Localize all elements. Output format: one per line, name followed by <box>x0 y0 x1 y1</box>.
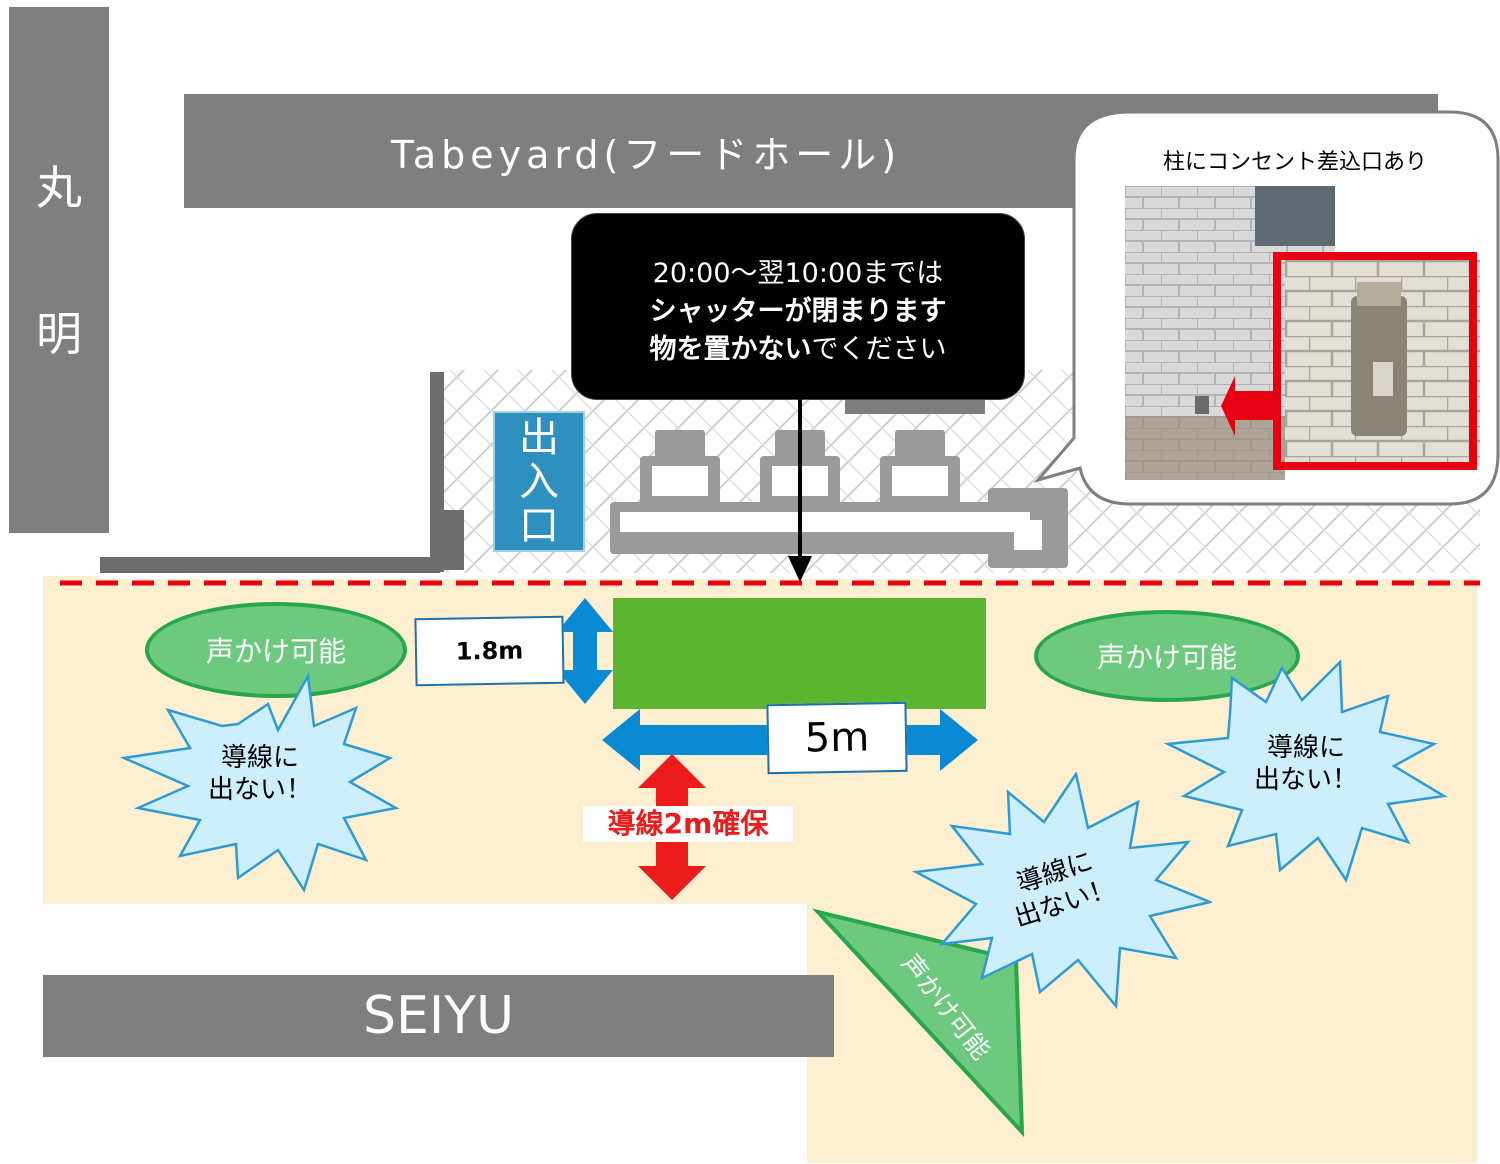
notice-line-1: 20:00〜翌10:00までは <box>652 258 944 289</box>
width-label-text: 1.8m <box>455 636 524 666</box>
callable-zone-corner <box>812 908 1025 1138</box>
width-arrow <box>557 598 613 704</box>
booth-area <box>613 598 986 709</box>
notice-line-3-rest: でください <box>811 334 947 365</box>
callable-zone-left: 声かけ可能 <box>145 602 407 698</box>
outlet-photo <box>1125 186 1480 480</box>
shutter-notice: 20:00〜翌10:00までは シャッターが閉まります 物を置かないでください <box>571 213 1025 400</box>
side-label-char-2: 明 <box>36 307 82 361</box>
entrance-char-1: 出 <box>519 414 559 461</box>
outlet-callout-title: 柱にコンセント差込口あり <box>1162 150 1427 175</box>
no-aisle-right-line-1: 導線に <box>1266 733 1345 763</box>
callable-zone-left-text: 声かけ可能 <box>205 635 346 668</box>
no-aisle-left-line-2: 出ない！ <box>207 775 312 805</box>
side-label-char-1: 丸 <box>36 161 82 215</box>
bottom-bar-label: SEIYU <box>362 986 515 1046</box>
callable-zone-right-text: 声かけ可能 <box>1096 641 1237 674</box>
entrance-char-2: 入 <box>519 458 559 505</box>
top-bar-label: Tabeyard(フードホール) <box>390 132 902 177</box>
notice-pointer-arrow <box>788 398 812 582</box>
aisle-label: 導線2m確保 <box>583 806 793 842</box>
bottom-bar-seiyu: SEIYU <box>43 975 834 1057</box>
entrance-char-3: 口 <box>519 502 559 549</box>
no-aisle-text-left: 導線に 出ない！ <box>190 742 330 806</box>
notice-line-3: 物を置かないでください <box>572 331 1024 369</box>
notice-line-2: シャッターが閉まります <box>649 296 947 327</box>
length-label: 5m <box>766 701 908 775</box>
length-label-text: 5m <box>804 714 870 762</box>
no-aisle-text-right: 導線に 出ない！ <box>1236 732 1376 796</box>
no-aisle-right-line-2: 出ない！ <box>1253 765 1358 795</box>
no-aisle-burst-center <box>912 772 1212 1010</box>
no-aisle-burst-left <box>119 672 400 893</box>
no-aisle-burst-right <box>1163 659 1448 883</box>
entrance-sign: 出 入 口 <box>493 411 585 552</box>
width-label: 1.8m <box>414 615 565 687</box>
boundary-dashed-line <box>60 580 1480 586</box>
side-label-bar: 丸 明 <box>9 7 109 533</box>
callable-zone-right: 声かけ可能 <box>1034 610 1300 702</box>
no-aisle-left-line-1: 導線に <box>220 743 299 773</box>
notice-line-3-bold: 物を置かない <box>649 334 812 365</box>
